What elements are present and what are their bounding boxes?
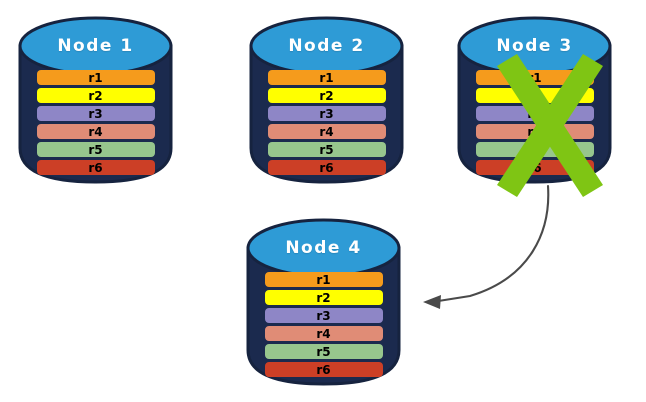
node-2[interactable]: Node 2 r1 r2 r3 r4 r5 r6	[249, 10, 404, 184]
node-4-row-r5[interactable]: r5	[264, 344, 383, 359]
node-4-row-r4[interactable]: r4	[264, 326, 383, 341]
node-2-row-r3[interactable]: r3	[267, 106, 386, 121]
node-4-row-r2[interactable]: r2	[264, 290, 383, 305]
node-2-row-r5[interactable]: r5	[267, 142, 386, 157]
node-2-row-r4[interactable]: r4	[267, 124, 386, 139]
node-1-row-r2[interactable]: r2	[36, 88, 155, 103]
row-label: r6	[319, 160, 334, 175]
node-1-row-r3[interactable]: r3	[36, 106, 155, 121]
node-3-rows: r1 r2 r3 r4 r5 r6	[457, 70, 612, 175]
node-1-row-r1[interactable]: r1	[36, 70, 155, 85]
node-3-row-r4[interactable]: r4	[475, 124, 594, 139]
node-3-row-r2[interactable]: r2	[475, 88, 594, 103]
node-3-row-r3[interactable]: r3	[475, 106, 594, 121]
row-label: r5	[527, 142, 542, 157]
row-label: r1	[88, 70, 103, 85]
node-2-row-r2[interactable]: r2	[267, 88, 386, 103]
row-label: r1	[316, 272, 331, 287]
node-4-row-r3[interactable]: r3	[264, 308, 383, 323]
row-label: r5	[319, 142, 334, 157]
node-3[interactable]: Node 3 r1 r2 r3 r4 r5 r6	[457, 10, 612, 197]
row-label: r4	[527, 124, 542, 139]
row-label: r3	[319, 106, 334, 121]
node-2-row-r6[interactable]: r6	[267, 160, 386, 175]
arrow-head-icon	[423, 295, 441, 309]
row-label: r4	[319, 124, 334, 139]
node-1[interactable]: Node 1 r1 r2 r3 r4 r5 r6	[18, 10, 173, 184]
node-3-row-r1[interactable]: r1	[475, 70, 594, 85]
node-1-row-r4[interactable]: r4	[36, 124, 155, 139]
node-4-rows: r1 r2 r3 r4 r5 r6	[246, 272, 401, 377]
row-label: r5	[88, 142, 103, 157]
node-3-row-r6[interactable]: r6	[475, 160, 594, 175]
row-label: r2	[88, 88, 103, 103]
node-1-rows: r1 r2 r3 r4 r5 r6	[18, 70, 173, 175]
node-1-row-r5[interactable]: r5	[36, 142, 155, 157]
row-label: r3	[316, 308, 331, 323]
node-4[interactable]: Node 4 r1 r2 r3 r4 r5 r6	[246, 212, 401, 386]
row-label: r2	[527, 88, 542, 103]
row-label: r2	[319, 88, 334, 103]
node-1-row-r6[interactable]: r6	[36, 160, 155, 175]
row-label: r3	[88, 106, 103, 121]
row-label: r4	[316, 326, 331, 341]
row-label: r1	[319, 70, 334, 85]
row-label: r6	[527, 160, 542, 175]
row-label: r2	[316, 290, 331, 305]
row-label: r4	[88, 124, 103, 139]
node-3-row-r5[interactable]: r5	[475, 142, 594, 157]
node-2-rows: r1 r2 r3 r4 r5 r6	[249, 70, 404, 175]
row-label: r6	[316, 362, 331, 377]
row-label: r6	[88, 160, 103, 175]
row-label: r3	[527, 106, 542, 121]
node-4-row-r6[interactable]: r6	[264, 362, 383, 377]
row-label: r5	[316, 344, 331, 359]
row-label: r1	[527, 70, 542, 85]
node-4-row-r1[interactable]: r1	[264, 272, 383, 287]
node-2-row-r1[interactable]: r1	[267, 70, 386, 85]
